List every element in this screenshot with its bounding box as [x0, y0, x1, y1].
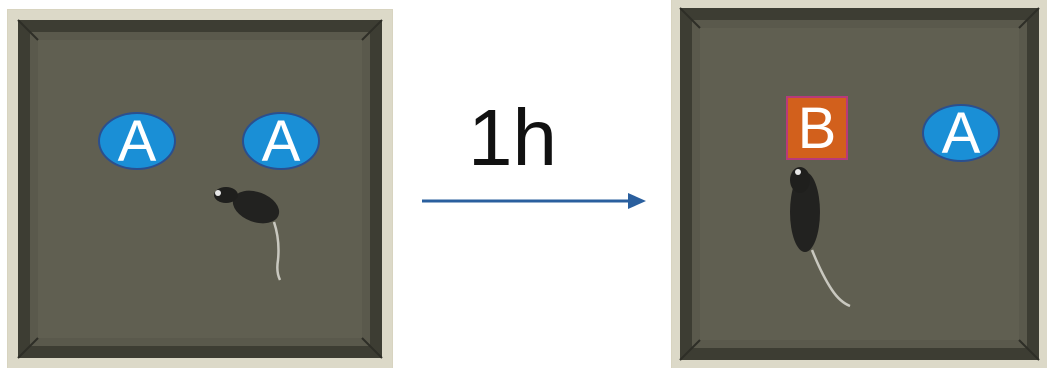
object-b-square: B	[786, 96, 848, 160]
object-a-circle: A	[98, 109, 176, 174]
mouse-left	[214, 187, 282, 281]
object-label: B	[797, 96, 837, 161]
mouse-right	[790, 167, 851, 308]
interval-label: 1h	[468, 93, 557, 182]
training-arena: A A	[8, 10, 392, 368]
object-a-circle: A	[922, 101, 1000, 166]
arena-photo-left	[8, 10, 392, 368]
object-label: A	[941, 101, 981, 166]
arrow-right-icon	[422, 193, 646, 209]
object-a-circle: A	[242, 109, 320, 174]
arena-photo-right	[672, 0, 1047, 368]
object-label: A	[261, 109, 301, 174]
object-label: A	[117, 109, 157, 174]
test-arena: B A	[672, 0, 1047, 368]
